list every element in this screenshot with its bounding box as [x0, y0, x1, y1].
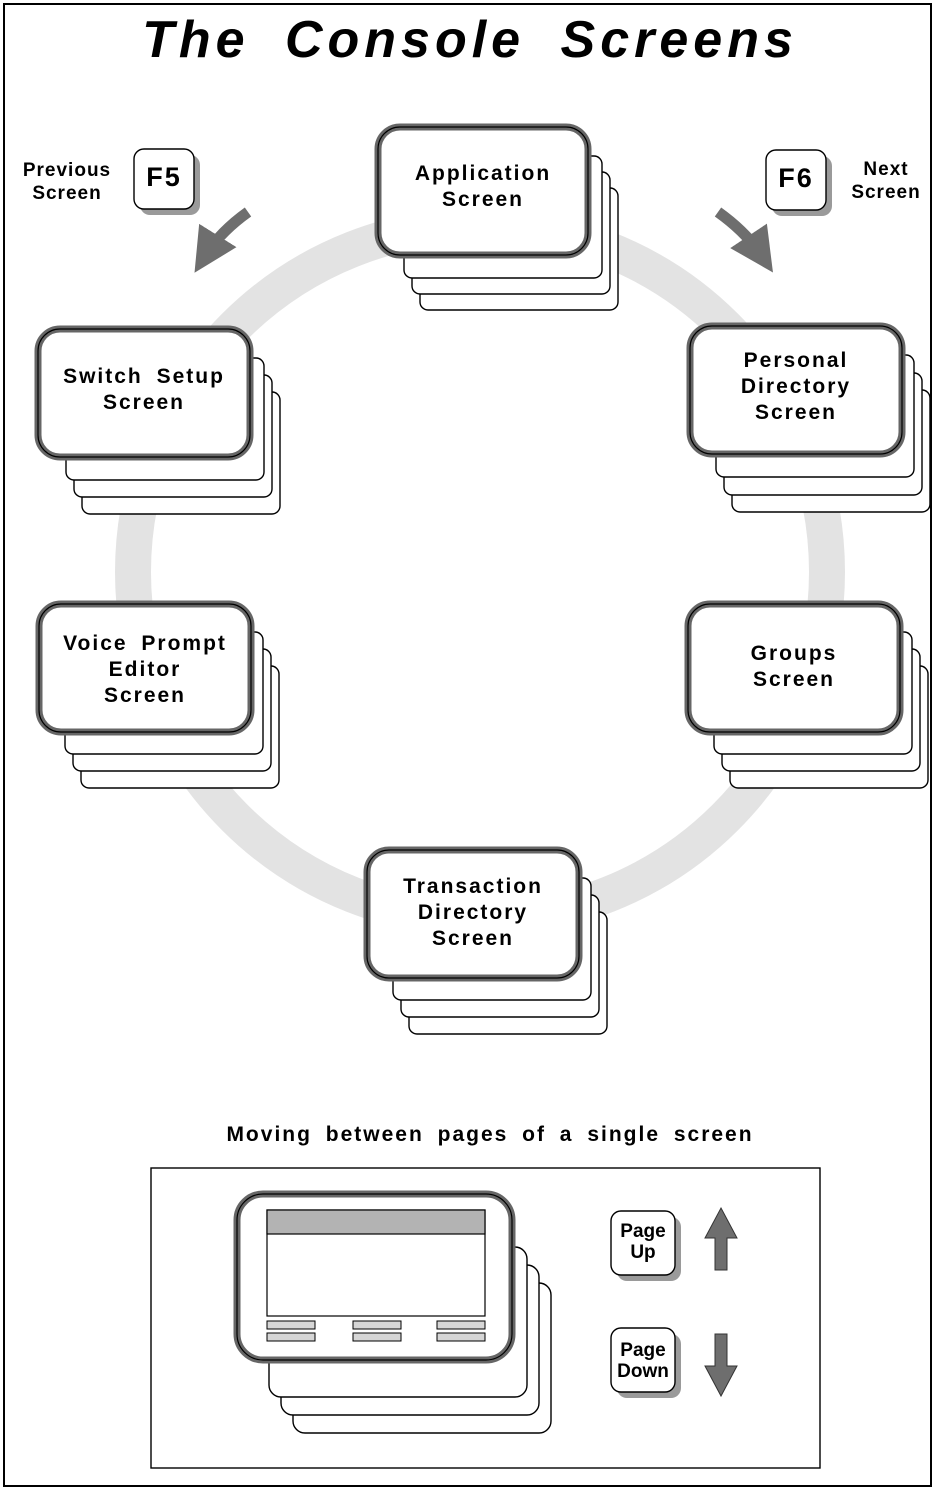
f6-key-icon — [765, 149, 832, 216]
page-frame — [3, 3, 932, 1487]
next-arrow-icon — [714, 207, 773, 273]
next-screen-label: Next Screen — [851, 159, 921, 203]
switch-setup-screen-label: Switch Setup Screen — [63, 365, 225, 414]
transaction-directory-screen-label: Transaction Directory Screen — [403, 875, 543, 950]
personal-directory-screen-label: Personal Directory Screen — [740, 349, 852, 424]
personal-directory-screen-stack — [686, 322, 931, 513]
groups-screen-stack — [684, 600, 929, 789]
page-up-key-icon — [610, 1210, 681, 1281]
page-down-key-icon — [610, 1327, 681, 1398]
voice-prompt-editor-screen-label: Voice Prompt Editor Screen — [63, 632, 227, 707]
f5-key-label: F5 — [146, 162, 182, 192]
f5-key-icon — [133, 148, 200, 215]
groups-screen-label: Groups Screen — [750, 642, 838, 691]
f6-key-label: F6 — [778, 163, 814, 193]
previous-screen-label: Previous Screen — [22, 160, 112, 204]
page-up-key-label: Page Up — [620, 1221, 666, 1263]
paging-screen-stack — [233, 1190, 552, 1434]
down-arrow-icon — [704, 1333, 738, 1398]
application-screen-stack — [374, 123, 619, 311]
paging-subtitle: Moving between pages of a single screen — [226, 1123, 754, 1146]
switch-setup-screen-stack — [34, 325, 281, 515]
previous-arrow-icon — [194, 207, 252, 273]
page-down-key-label: Page Down — [617, 1340, 669, 1382]
application-screen-label: Application Screen — [414, 162, 552, 211]
page-title: The Console Screens — [142, 11, 798, 69]
voice-prompt-editor-screen-stack — [35, 600, 280, 789]
up-arrow-icon — [704, 1206, 738, 1271]
transaction-directory-screen-stack — [363, 846, 608, 1035]
